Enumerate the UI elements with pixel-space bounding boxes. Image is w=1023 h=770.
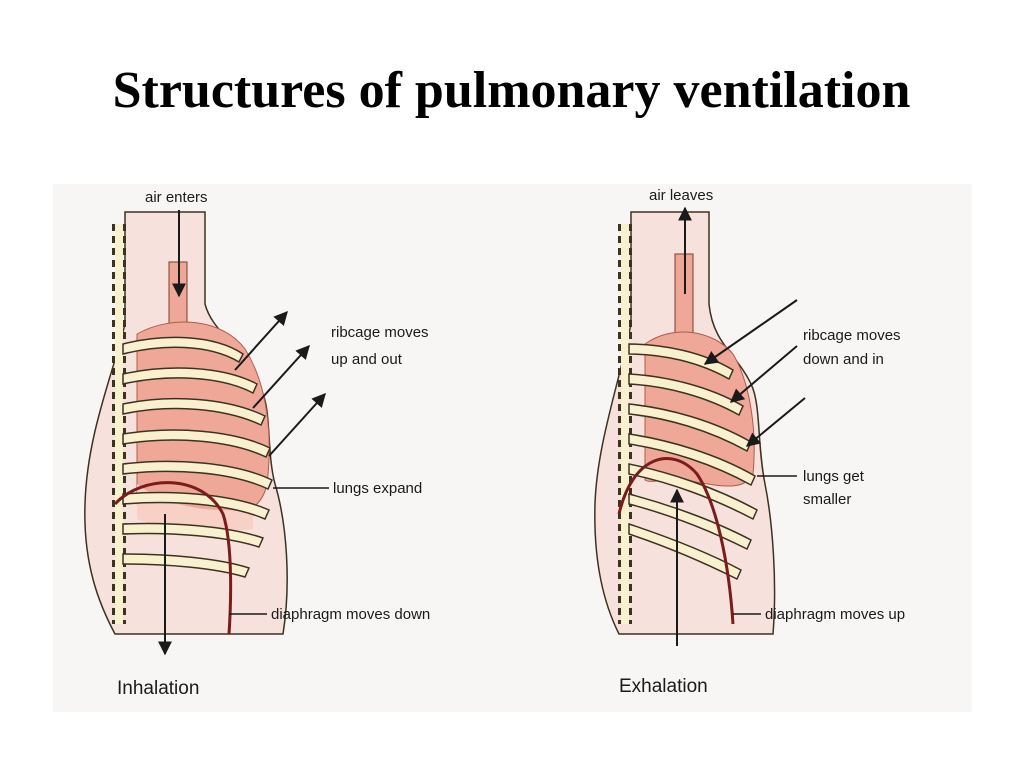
exhalation-diaphragm-label: diaphragm moves up: [765, 606, 905, 623]
inhalation-air-label: air enters: [145, 189, 208, 206]
inhalation-ribs: [122, 336, 273, 578]
inhalation-caption: Inhalation: [117, 678, 199, 699]
exhalation-lungs-label-2: smaller: [803, 491, 851, 508]
exhalation-panel: air leaves ribcage moves down and in lun…: [594, 187, 905, 697]
inhalation-rib-arrow-1: [234, 310, 288, 371]
inhalation-panel: air enters ribcage moves up and out lung…: [84, 189, 430, 699]
inhalation-ribcage-label-1: ribcage moves: [331, 324, 429, 341]
exhalation-caption: Exhalation: [619, 676, 708, 697]
ventilation-figure: air enters ribcage moves up and out lung…: [53, 184, 972, 712]
exhalation-ribcage-label-1: ribcage moves: [803, 327, 901, 344]
slide-title: Structures of pulmonary ventilation: [112, 62, 911, 119]
exhalation-diaphragm: [617, 457, 735, 625]
inhalation-lungs-label: lungs expand: [333, 480, 422, 497]
exhalation-lungs-label-1: lungs get: [803, 468, 865, 485]
exhalation-rib-arrow-1: [703, 299, 798, 365]
inhalation-diaphragm-label: diaphragm moves down: [271, 606, 430, 623]
inhalation-ribcage-label-2: up and out: [331, 351, 403, 368]
inhalation-diaphragm: [113, 481, 233, 635]
exhalation-ribcage-label-2: down and in: [803, 351, 884, 368]
exhalation-air-label: air leaves: [649, 187, 713, 204]
exhalation-rib-arrow-3: [745, 397, 806, 447]
exhalation-rib-arrow-2: [729, 345, 798, 403]
inhalation-rib-arrow-2: [252, 344, 310, 409]
inhalation-rib-arrow-3: [268, 392, 326, 457]
